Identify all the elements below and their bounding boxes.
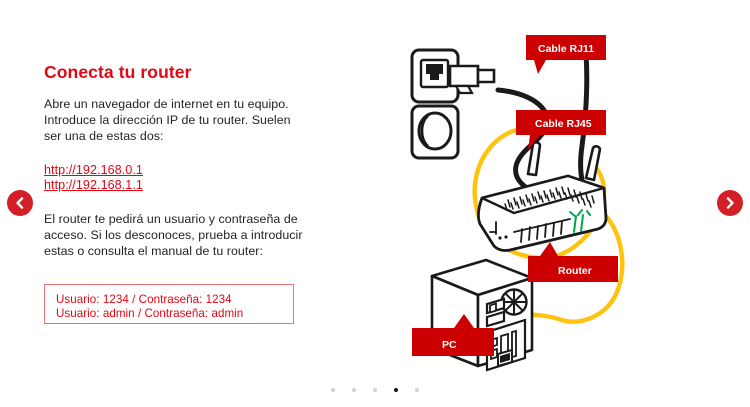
- callout-label-cable-rj45: Cable RJ45: [535, 118, 592, 130]
- slide-text-column: Conecta tu router Abre un navegador de i…: [44, 62, 310, 259]
- router-device: [477, 141, 608, 252]
- router-led-indicators: [569, 209, 591, 233]
- pagination-dot[interactable]: [331, 388, 335, 392]
- chevron-right-icon: [726, 197, 734, 209]
- pagination-dot[interactable]: [415, 388, 419, 392]
- router-ip-links: http://192.168.0.1 http://192.168.1.1: [44, 163, 310, 194]
- pagination-dot[interactable]: [373, 388, 377, 392]
- default-credentials-box: Usuario: 1234 / Contraseña: 1234 Usuario…: [44, 284, 294, 324]
- callout-cable-rj45: Cable RJ45: [516, 110, 606, 150]
- credentials-paragraph: El router te pedirá un usuario y contras…: [44, 211, 303, 259]
- callout-label-router: Router: [558, 265, 592, 277]
- callout-label-cable-rj11: Cable RJ11: [538, 43, 594, 55]
- credential-line-2: Usuario: admin / Contraseña: admin: [56, 307, 244, 321]
- cable-rj11-black: [495, 87, 551, 194]
- rj11-plug: [448, 64, 496, 95]
- ethernet-cable-yellow-to-pc: [503, 211, 625, 324]
- pagination-dot-active[interactable]: [394, 388, 398, 392]
- intro-paragraph: Abre un navegador de internet en tu equi…: [44, 97, 291, 144]
- chevron-left-icon: [16, 197, 24, 209]
- callout-label-pc: PC: [442, 339, 457, 351]
- callout-router: Router: [528, 242, 618, 282]
- slide-pagination: [0, 388, 750, 392]
- callout-pc: PC: [412, 314, 494, 356]
- pc-fan-icon: [500, 288, 528, 316]
- router-ip-link-2[interactable]: http://192.168.1.1: [44, 178, 143, 193]
- wall-socket-power: [410, 104, 460, 160]
- cable-rj45-black: [578, 51, 590, 183]
- previous-slide-button[interactable]: [7, 190, 33, 216]
- pagination-dot[interactable]: [352, 388, 356, 392]
- callout-cable-rj11: Cable RJ11: [526, 35, 606, 74]
- credential-line-1: Usuario: 1234 / Contraseña: 1234: [56, 293, 232, 306]
- next-slide-button[interactable]: [717, 190, 743, 216]
- router-connection-diagram: Cable RJ11 Cable RJ45 Router PC: [390, 18, 740, 388]
- router-ip-link-1[interactable]: http://192.168.0.1: [44, 162, 143, 177]
- page-title: Conecta tu router: [44, 62, 192, 82]
- pc-ethernet-port: [500, 353, 510, 363]
